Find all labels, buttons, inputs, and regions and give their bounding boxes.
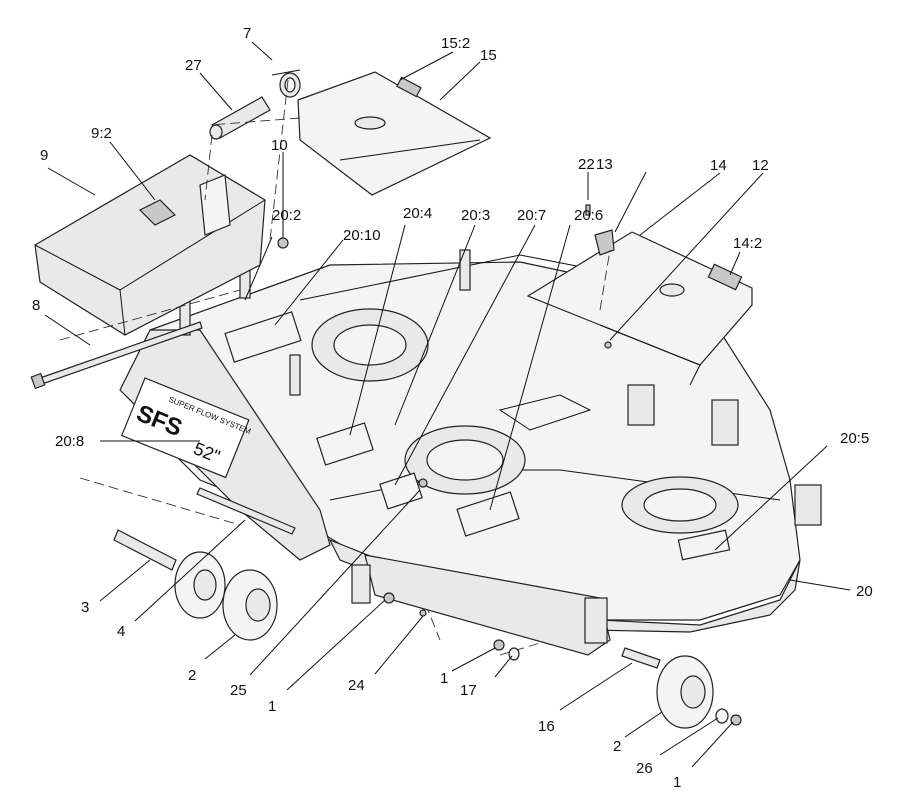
callout-labels: 7 27 15:2 15 9:2 9 10 22 13 14 12 20:2 2…: [32, 25, 873, 791]
callout-3: 3: [81, 599, 89, 616]
callout-24: 24: [348, 677, 365, 694]
latch-13: [594, 229, 615, 256]
decal-20-10: [224, 311, 302, 363]
callout-10: 10: [271, 137, 288, 154]
axle-16: [621, 647, 661, 669]
nut-10: [277, 237, 289, 249]
bracket-right-1: [627, 384, 655, 426]
callout-13: 13: [596, 156, 613, 173]
callout-12: 12: [752, 157, 769, 174]
decal-20-5: [677, 529, 731, 561]
callout-20-2: 20:2: [272, 207, 301, 224]
callout-8: 8: [32, 297, 40, 314]
nut-1c: [730, 714, 742, 726]
callout-27: 27: [185, 57, 202, 74]
callout-20: 20: [856, 583, 873, 600]
wheel-front-1: [174, 551, 226, 619]
spacer-3: [113, 529, 177, 571]
callout-7: 7: [243, 25, 251, 42]
belt-channel: [498, 394, 592, 431]
callout-20-6: 20:6: [574, 207, 603, 224]
decal-20-7: [379, 472, 423, 510]
callout-15-2: 15:2: [441, 35, 470, 52]
post-c: [289, 354, 301, 396]
callout-25: 25: [230, 682, 247, 699]
callout-1-a: 1: [268, 698, 276, 715]
bolt-22: [585, 204, 591, 216]
decal-9-2: [138, 199, 177, 226]
belt-cover-right: [526, 229, 753, 386]
assembly-line-d: [59, 289, 241, 341]
callout-15: 15: [480, 47, 497, 64]
leader-lines: [44, 41, 851, 768]
cover-plate-15: [297, 71, 492, 196]
rod-8: [30, 321, 203, 390]
callout-20-7: 20:7: [517, 207, 546, 224]
spring-assembly: [209, 69, 301, 140]
belt-cover-bracket: [199, 174, 231, 236]
decal-20-6: [456, 491, 520, 537]
callout-20-5: 20:5: [840, 430, 869, 447]
callout-14-2: 14:2: [733, 235, 762, 252]
axle-rod-4: [196, 487, 296, 535]
post-d: [459, 249, 471, 291]
callout-20-10: 20:10: [343, 227, 381, 244]
callout-17: 17: [460, 682, 477, 699]
decals: SFS SUPER FLOW SYSTEM 52": [120, 311, 731, 561]
nut-1b: [493, 639, 505, 651]
callout-4: 4: [117, 623, 125, 640]
assembly-line-a: [209, 117, 301, 126]
callout-20-8: 20:8: [55, 433, 84, 450]
decal-14-2: [707, 263, 743, 291]
bracket-right-3: [794, 484, 822, 526]
blade-spindle-center: [426, 439, 504, 481]
callout-2-rear: 2: [613, 738, 621, 755]
callout-14: 14: [710, 157, 727, 174]
nut-1a: [383, 592, 395, 604]
nut-24: [419, 609, 427, 617]
rear-bracket: [351, 554, 611, 656]
decal-20-4: [316, 422, 374, 466]
blade-spindle-right: [643, 488, 717, 522]
assembly-line-c: [204, 134, 213, 201]
assembly-line-h: [599, 249, 611, 311]
callout-16: 16: [538, 718, 555, 735]
assembly-line-b: [269, 79, 289, 241]
cover-plate: [297, 71, 492, 196]
callout-20-3: 20:3: [461, 207, 490, 224]
nut-25: [418, 478, 428, 488]
callout-9: 9: [40, 147, 48, 164]
callout-1-c: 1: [673, 774, 681, 791]
callout-22: 22: [578, 156, 595, 173]
nut-12: [604, 341, 612, 349]
callout-2-front: 2: [188, 667, 196, 684]
callout-20-4: 20:4: [403, 205, 432, 222]
callout-26: 26: [636, 760, 653, 777]
washer-26: [715, 708, 729, 724]
blade-spindle-left: [333, 324, 407, 366]
callout-1-b: 1: [440, 670, 448, 687]
bracket-right-2: [711, 399, 739, 446]
callout-9-2: 9:2: [91, 125, 112, 142]
assembly-line-e: [79, 477, 241, 526]
wheel-rear: [656, 655, 714, 729]
wheel-front-2: [222, 569, 278, 641]
